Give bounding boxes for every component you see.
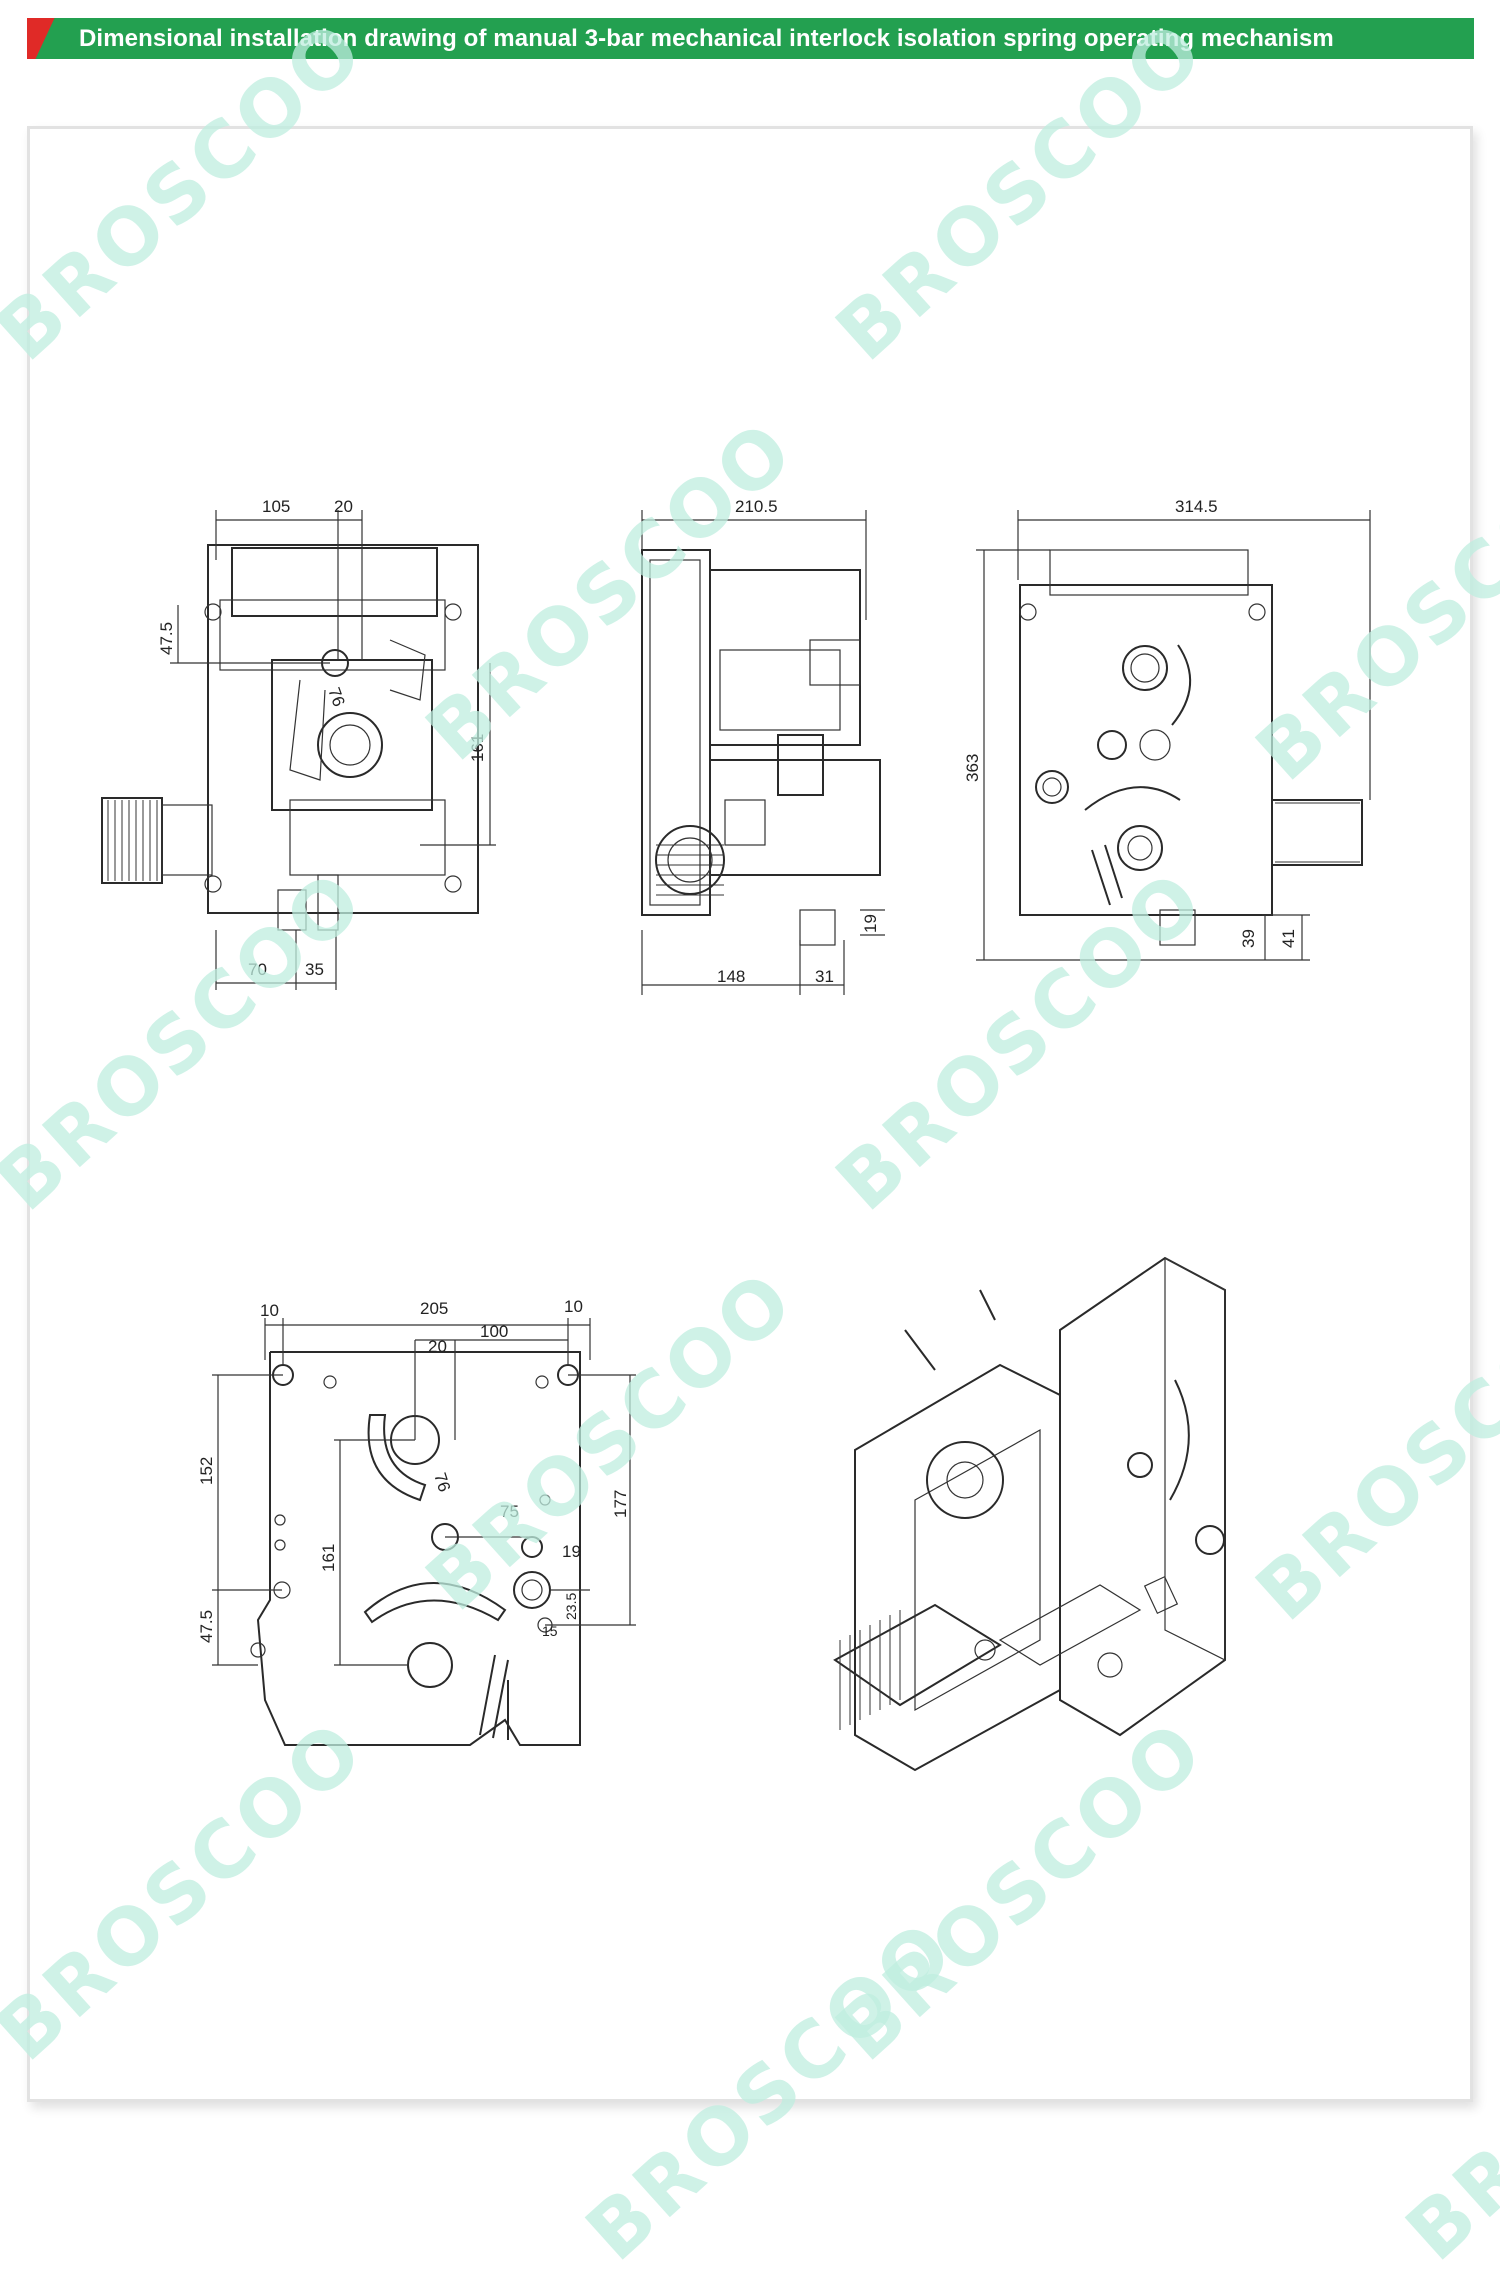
dim-15: 15 (542, 1623, 558, 1639)
dim-10-left: 10 (260, 1301, 279, 1320)
dim-35: 35 (305, 960, 324, 979)
dim-205: 205 (420, 1299, 448, 1318)
dim-19-side: 19 (861, 914, 880, 933)
dim-75: 75 (500, 1502, 519, 1521)
drawing-frame (27, 126, 1473, 2102)
dim-70: 70 (248, 960, 267, 979)
rear-view: 314.5 363 39 41 (963, 497, 1371, 961)
dim-100: 100 (480, 1322, 508, 1341)
side-view: 210.5 148 31 19 (641, 497, 885, 995)
banner-title: Dimensional installation drawing of manu… (79, 25, 1334, 52)
dim-10-right: 10 (564, 1297, 583, 1316)
dim-152: 152 (197, 1457, 216, 1485)
dim-31: 31 (815, 967, 834, 986)
dim-161: 161 (468, 734, 487, 762)
dim-210-5: 210.5 (735, 497, 778, 516)
dim-47-5-plate: 47.5 (197, 1610, 216, 1643)
dim-177: 177 (611, 1490, 630, 1518)
front-coil-fins (107, 800, 158, 881)
dim-20-plate: 20 (428, 1337, 447, 1356)
iso-coil-fins (839, 1610, 901, 1730)
dim-363: 363 (963, 754, 982, 782)
dim-161-plate: 161 (319, 1544, 338, 1572)
dim-23-5: 23.5 (563, 1593, 579, 1620)
dim-39: 39 (1239, 929, 1258, 948)
dim-47-5: 47.5 (157, 622, 176, 655)
dim-105: 105 (262, 497, 290, 516)
section-banner: Dimensional installation drawing of manu… (27, 18, 1474, 59)
dim-76: 76 (324, 685, 348, 709)
dim-148: 148 (717, 967, 745, 986)
dim-76-plate: 76 (430, 1470, 454, 1494)
dim-41: 41 (1279, 929, 1298, 948)
plate-view: 10 205 10 20 100 152 76 177 75 161 19 47… (197, 1297, 636, 1746)
dim-20: 20 (334, 497, 353, 516)
front-view: 105 20 47.5 76 161 70 35 (101, 497, 496, 990)
rear-gear-teeth (1275, 802, 1360, 863)
dim-19-plate: 19 (562, 1542, 581, 1561)
side-spring-coils (656, 844, 724, 896)
dim-314-5: 314.5 (1175, 497, 1218, 516)
isometric-view (833, 1256, 1226, 1772)
